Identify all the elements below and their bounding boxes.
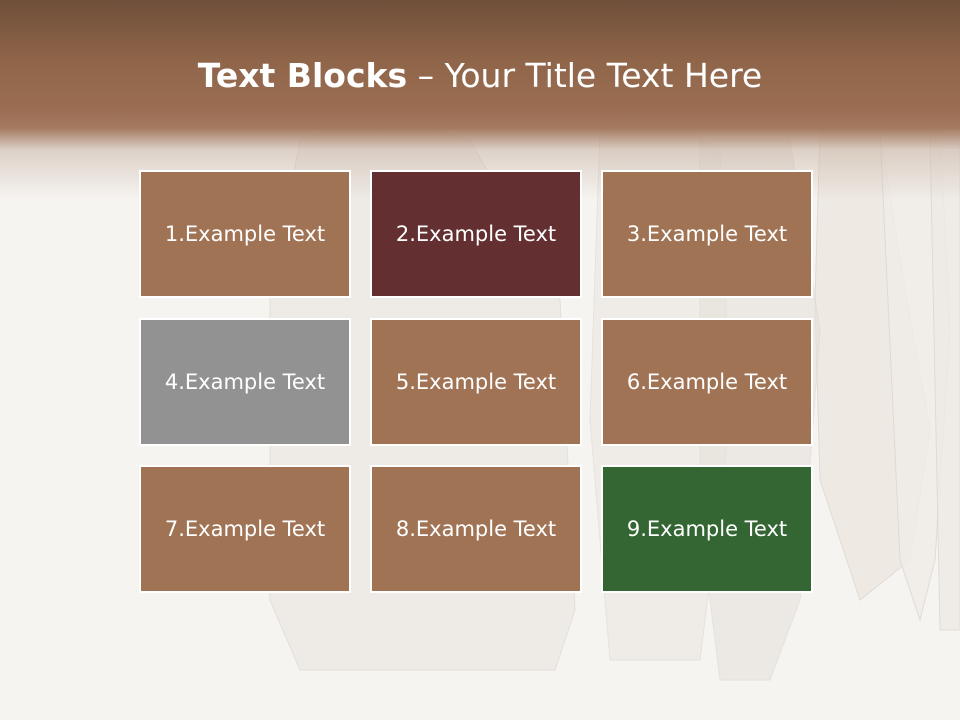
page-title: Text Blocks – Your Title Text Here	[0, 52, 960, 100]
text-block-label: 7.Example Text	[164, 517, 326, 541]
text-block-1[interactable]: 1.Example Text	[139, 170, 351, 298]
text-block-8[interactable]: 8.Example Text	[370, 465, 582, 593]
text-block-label: 8.Example Text	[395, 517, 557, 541]
text-block-4[interactable]: 4.Example Text	[139, 318, 351, 446]
text-block-label: 4.Example Text	[164, 370, 326, 394]
text-block-label: 2.Example Text	[395, 222, 557, 246]
title-separator: –	[407, 56, 445, 95]
text-block-2[interactable]: 2.Example Text	[370, 170, 582, 298]
title-bold-part: Text Blocks	[197, 56, 408, 95]
text-block-label: 1.Example Text	[164, 222, 326, 246]
text-block-label: 5.Example Text	[395, 370, 557, 394]
text-block-label: 3.Example Text	[626, 222, 788, 246]
text-block-7[interactable]: 7.Example Text	[139, 465, 351, 593]
title-rest: Your Title Text Here	[444, 56, 763, 95]
text-block-3[interactable]: 3.Example Text	[601, 170, 813, 298]
text-block-6[interactable]: 6.Example Text	[601, 318, 813, 446]
text-block-label: 6.Example Text	[626, 370, 788, 394]
text-block-label: 9.Example Text	[626, 517, 788, 541]
text-block-9[interactable]: 9.Example Text	[601, 465, 813, 593]
text-block-5[interactable]: 5.Example Text	[370, 318, 582, 446]
